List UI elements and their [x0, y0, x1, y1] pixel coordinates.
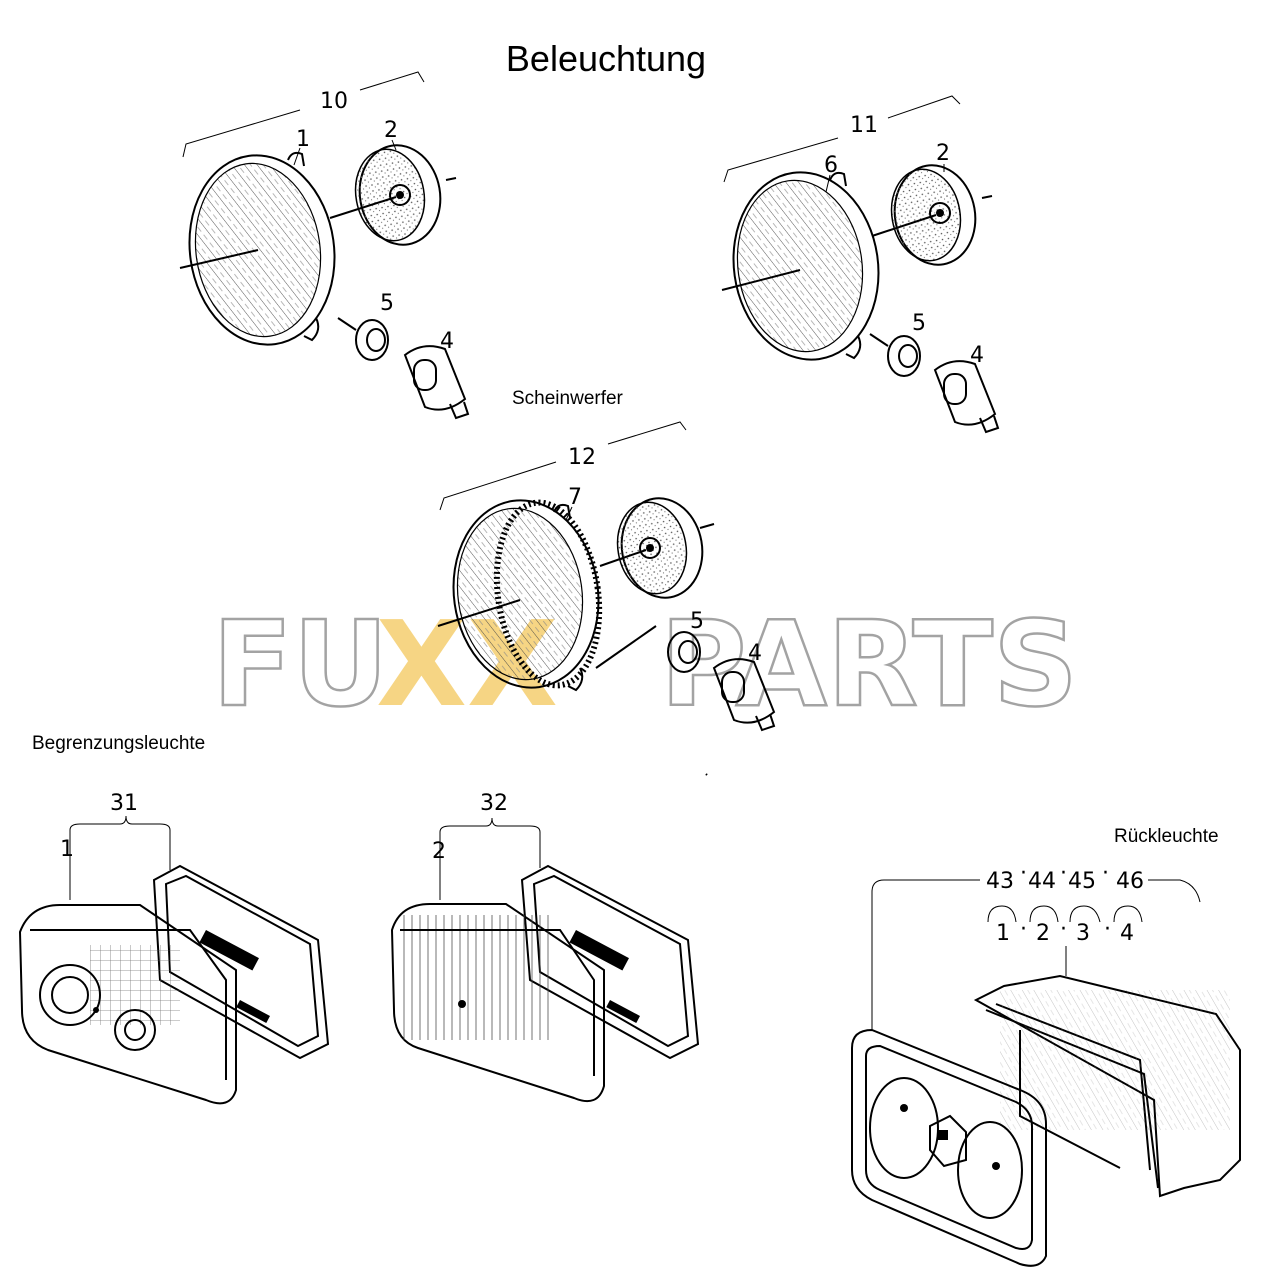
watermark-right-text: PARTS — [660, 595, 1078, 733]
tail-light-assembly: 43 44 45 46 · · · 1 2 3 4 · · · — [851, 861, 1241, 1267]
watermark: FU XX PARTS — [211, 594, 1080, 735]
marker-light-assembly-32: 32 2 — [390, 791, 700, 1102]
callout-12: 12 — [568, 445, 596, 470]
marker-light-assembly-31: 31 1 — [18, 791, 330, 1105]
callout-45: 45 — [1068, 869, 1096, 894]
svg-text:·: · — [1060, 861, 1067, 886]
svg-text:·: · — [1102, 861, 1109, 886]
watermark-left-text: FU — [212, 595, 388, 733]
callout-32: 32 — [480, 791, 508, 816]
callout-11-part-5: 5 — [912, 311, 926, 336]
callout-12-part-4: 4 — [748, 641, 762, 666]
callout-43: 43 — [986, 869, 1014, 894]
headlight-assembly-12: 12 7 5 4 — [437, 421, 776, 776]
svg-text:·: · — [1020, 861, 1027, 886]
callout-32-part-2: 2 — [432, 839, 446, 864]
section-label-tail-lights: Rückleuchte — [1114, 826, 1219, 847]
callout-10: 10 — [320, 89, 348, 114]
callout-10-part-5: 5 — [380, 291, 394, 316]
callout-r3: 3 — [1076, 921, 1090, 946]
callout-10-part-4: 4 — [440, 329, 454, 354]
callout-r1: 1 — [996, 921, 1010, 946]
callout-11-part-2: 2 — [936, 141, 950, 166]
headlight-assembly-11: 11 6 2 5 4 — [721, 95, 1000, 434]
callout-11: 11 — [850, 113, 878, 138]
callout-10-part-1: 1 — [296, 127, 310, 152]
section-label-marker-lights: Begrenzungsleuchte — [32, 733, 206, 754]
callout-r4: 4 — [1120, 921, 1134, 946]
callout-10-part-2: 2 — [384, 118, 398, 143]
page-title: Beleuchtung — [505, 38, 707, 79]
section-label-headlights: Scheinwerfer — [512, 388, 623, 409]
callout-11-part-6: 6 — [824, 153, 838, 178]
callout-46: 46 — [1116, 869, 1144, 894]
svg-text:·: · — [1104, 917, 1111, 942]
callout-12-part-7: 7 — [568, 485, 582, 510]
callout-12-part-5: 5 — [690, 609, 704, 634]
headlight-assembly-10: 10 1 2 5 4 — [179, 71, 470, 420]
svg-text:·: · — [1060, 917, 1067, 942]
callout-11-part-4: 4 — [970, 343, 984, 368]
callout-31: 31 — [110, 791, 138, 816]
callout-r2: 2 — [1036, 921, 1050, 946]
svg-text:·: · — [1020, 917, 1027, 942]
callout-31-part-1: 1 — [60, 837, 74, 862]
callout-44: 44 — [1028, 869, 1056, 894]
